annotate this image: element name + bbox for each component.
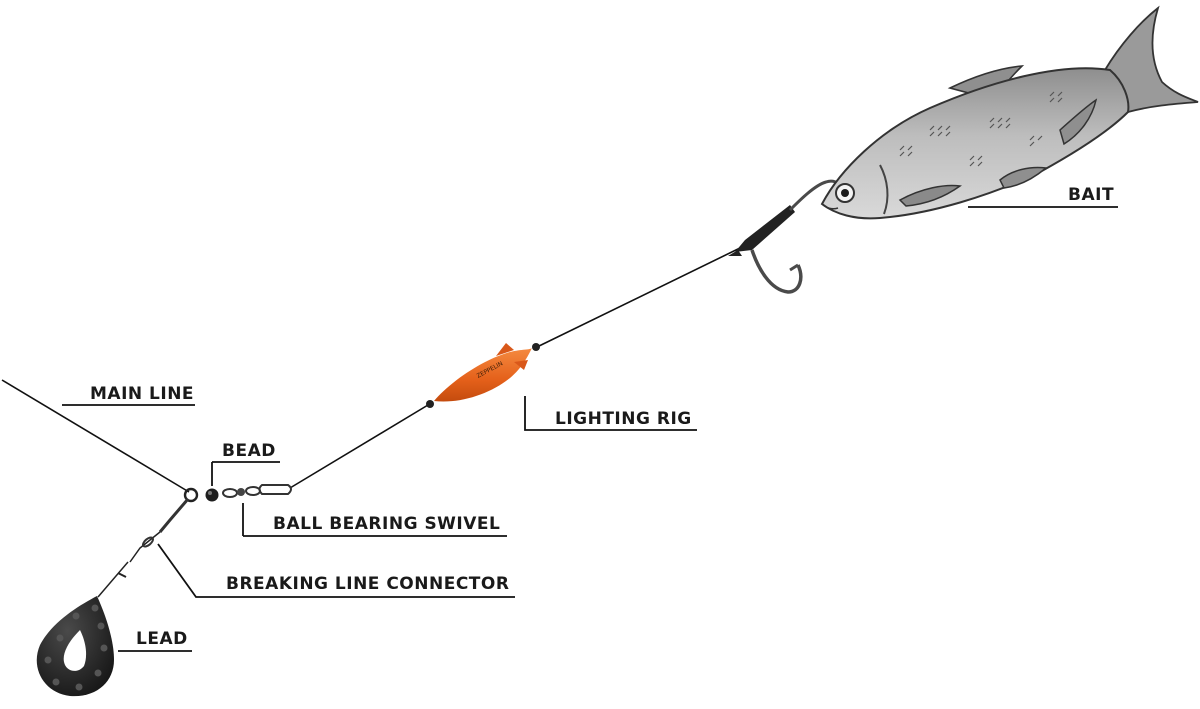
label-main-line: MAIN LINE xyxy=(90,384,194,404)
bead-highlight xyxy=(208,491,212,495)
breaking-line-connector xyxy=(97,498,190,598)
bead xyxy=(205,488,219,502)
callout-lines xyxy=(62,206,1118,652)
label-bait: BAIT xyxy=(1068,185,1114,205)
label-ball-bearing-swivel: BALL BEARING SWIVEL xyxy=(273,514,500,534)
line-ring xyxy=(183,487,199,503)
rig-line-lower xyxy=(289,404,429,489)
lead-weight xyxy=(36,596,115,697)
label-bead: BEAD xyxy=(222,441,276,461)
main-line xyxy=(1,379,190,493)
connector-callout xyxy=(157,543,515,598)
label-lead: LEAD xyxy=(136,629,188,649)
hook xyxy=(728,179,840,294)
lighting-rig-float: ZEPPELIN xyxy=(426,343,540,408)
label-breaking-line-connector: BREAKING LINE CONNECTOR xyxy=(226,574,509,594)
label-lighting-rig: LIGHTING RIG xyxy=(555,409,692,429)
bait-fish xyxy=(820,5,1199,220)
ball-bearing-swivel xyxy=(222,484,292,498)
rig-line-upper xyxy=(536,247,741,348)
lighting-rig-callout xyxy=(524,396,697,431)
